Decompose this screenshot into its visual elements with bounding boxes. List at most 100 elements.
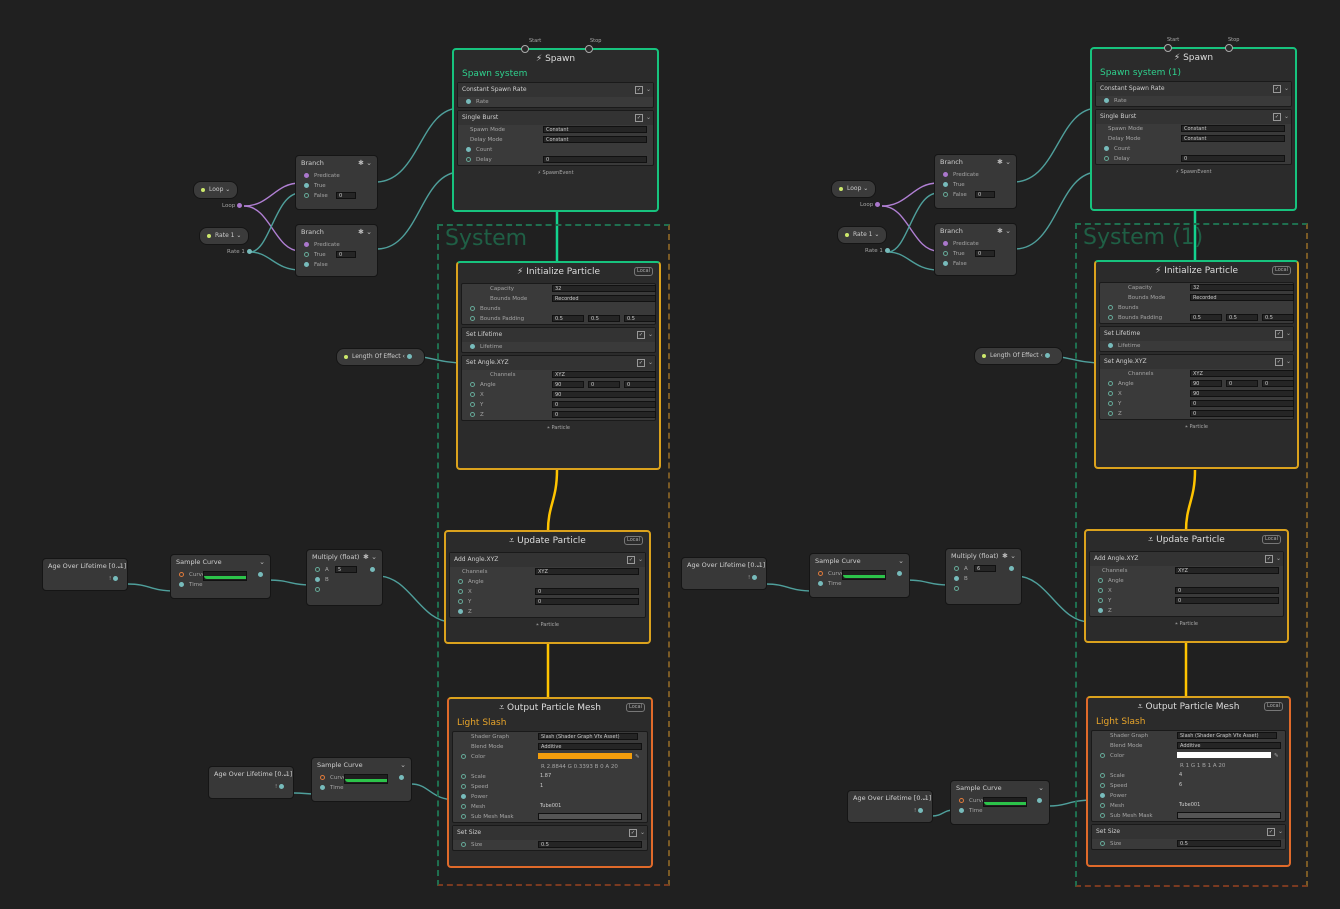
- channels-dropdown[interactable]: XYZ: [535, 568, 639, 575]
- curve-port[interactable]: [818, 571, 823, 576]
- spawn-context[interactable]: ⚡ Spawn Spawn system Constant Spawn Rate…: [452, 48, 659, 212]
- spawn-event-output[interactable]: ⚡ SpawnEvent: [1175, 169, 1212, 175]
- sample-output-port[interactable]: [1037, 798, 1042, 803]
- gear-icon[interactable]: ✱ ⌄: [997, 158, 1011, 166]
- mesh-field[interactable]: Tube001: [1179, 802, 1201, 808]
- channels-dropdown[interactable]: XYZ: [552, 371, 656, 378]
- size-field[interactable]: 0.5: [538, 841, 642, 848]
- scale-port[interactable]: [1100, 773, 1105, 778]
- delay-mode-dropdown[interactable]: Constant: [1181, 135, 1285, 142]
- z-port[interactable]: [470, 412, 475, 417]
- age-over-lifetime-node-2[interactable]: Age Over Lifetime [0..1]⌄ !: [208, 766, 294, 799]
- a-port[interactable]: [315, 567, 320, 572]
- stop-port[interactable]: [1225, 44, 1233, 52]
- extra-port[interactable]: [315, 587, 320, 592]
- x-field[interactable]: 90: [1190, 390, 1294, 397]
- a-port[interactable]: [954, 566, 959, 571]
- y-port[interactable]: [470, 402, 475, 407]
- false-field[interactable]: 0: [336, 192, 356, 199]
- x-field[interactable]: 90: [552, 391, 656, 398]
- multiply-output-port[interactable]: [1009, 566, 1014, 571]
- chevron-down-icon[interactable]: ⌄: [1285, 330, 1291, 337]
- z-port[interactable]: [1098, 608, 1103, 613]
- chevron-down-icon[interactable]: ⌄: [921, 794, 927, 802]
- x-field[interactable]: 0: [1175, 587, 1279, 594]
- age-output-port[interactable]: [752, 575, 757, 580]
- submesh-field[interactable]: [1177, 812, 1281, 819]
- x-field[interactable]: 0: [535, 588, 639, 595]
- sample-output-port[interactable]: [897, 571, 902, 576]
- padding-y-field[interactable]: 0.5: [1226, 314, 1258, 321]
- z-port[interactable]: [1108, 411, 1113, 416]
- time-port[interactable]: [818, 581, 823, 586]
- chevron-down-icon[interactable]: ⌄: [1283, 113, 1289, 120]
- submesh-port[interactable]: [461, 814, 466, 819]
- chevron-down-icon[interactable]: ⌄: [116, 562, 122, 570]
- submesh-field[interactable]: [538, 813, 642, 820]
- false-port[interactable]: [304, 262, 309, 267]
- chevron-down-icon[interactable]: ⌄: [1275, 555, 1281, 562]
- chevron-down-icon[interactable]: ⌄: [1283, 85, 1289, 92]
- enable-checkbox[interactable]: ✓: [627, 556, 635, 564]
- y-field[interactable]: 0: [535, 598, 639, 605]
- delay-field[interactable]: 0: [543, 156, 647, 163]
- false-port[interactable]: [304, 193, 309, 198]
- true-port[interactable]: [304, 183, 309, 188]
- time-port[interactable]: [179, 582, 184, 587]
- rate-port[interactable]: [466, 99, 471, 104]
- a-field[interactable]: 6: [974, 565, 996, 572]
- curve-field[interactable]: [842, 570, 886, 580]
- particle-output[interactable]: ⩡ Particle: [1175, 621, 1198, 627]
- curve-port[interactable]: [959, 798, 964, 803]
- particle-output[interactable]: ⩡ Particle: [547, 425, 570, 431]
- enable-checkbox[interactable]: ✓: [629, 829, 637, 837]
- y-port[interactable]: [458, 599, 463, 604]
- sample-curve-node-2[interactable]: Sample Curve⌄ Curve Time: [311, 757, 412, 802]
- angle-port[interactable]: [1108, 381, 1113, 386]
- predicate-port[interactable]: [304, 242, 309, 247]
- sample-output-port[interactable]: [399, 775, 404, 780]
- local-badge[interactable]: Local: [1272, 266, 1291, 275]
- rate-property[interactable]: Rate 1 ⌄: [837, 226, 888, 244]
- mesh-port[interactable]: [1100, 803, 1105, 808]
- stop-port[interactable]: [585, 45, 593, 53]
- delay-field[interactable]: 0: [1181, 155, 1285, 162]
- set-lifetime-block[interactable]: Set Lifetime✓⌄ Lifetime: [1099, 326, 1294, 352]
- curve-field[interactable]: [344, 774, 388, 784]
- enable-checkbox[interactable]: ✓: [1275, 330, 1283, 338]
- length-of-effect-property[interactable]: Length Of Effect ‹: [974, 347, 1063, 365]
- gear-icon[interactable]: ✱ ⌄: [358, 159, 372, 167]
- scale-port[interactable]: [461, 774, 466, 779]
- size-field[interactable]: 0.5: [1177, 840, 1281, 847]
- gear-icon[interactable]: ✱ ⌄: [997, 227, 1011, 235]
- angle-y-field[interactable]: 0: [588, 381, 620, 388]
- eyedropper-icon[interactable]: ✎: [635, 754, 640, 760]
- gear-icon[interactable]: ✱ ⌄: [358, 228, 372, 236]
- rate-property[interactable]: Rate 1 ⌄: [199, 227, 250, 245]
- sample-curve-node-1[interactable]: Sample Curve⌄ Curve Time: [170, 554, 271, 599]
- x-port[interactable]: [1108, 391, 1113, 396]
- z-field[interactable]: 0: [1190, 410, 1294, 417]
- local-badge[interactable]: Local: [624, 536, 643, 545]
- time-port[interactable]: [959, 808, 964, 813]
- shader-graph-field[interactable]: Slash (Shader Graph Vfx Asset): [1177, 732, 1277, 739]
- padding-z-field[interactable]: 0.5: [624, 315, 656, 322]
- bounds-padding-port[interactable]: [1108, 315, 1113, 320]
- chevron-down-icon[interactable]: ⌄: [1038, 784, 1044, 792]
- capacity-field[interactable]: 32: [552, 285, 656, 292]
- lifetime-port[interactable]: [1108, 343, 1113, 348]
- chevron-down-icon[interactable]: ⌄: [1277, 828, 1283, 835]
